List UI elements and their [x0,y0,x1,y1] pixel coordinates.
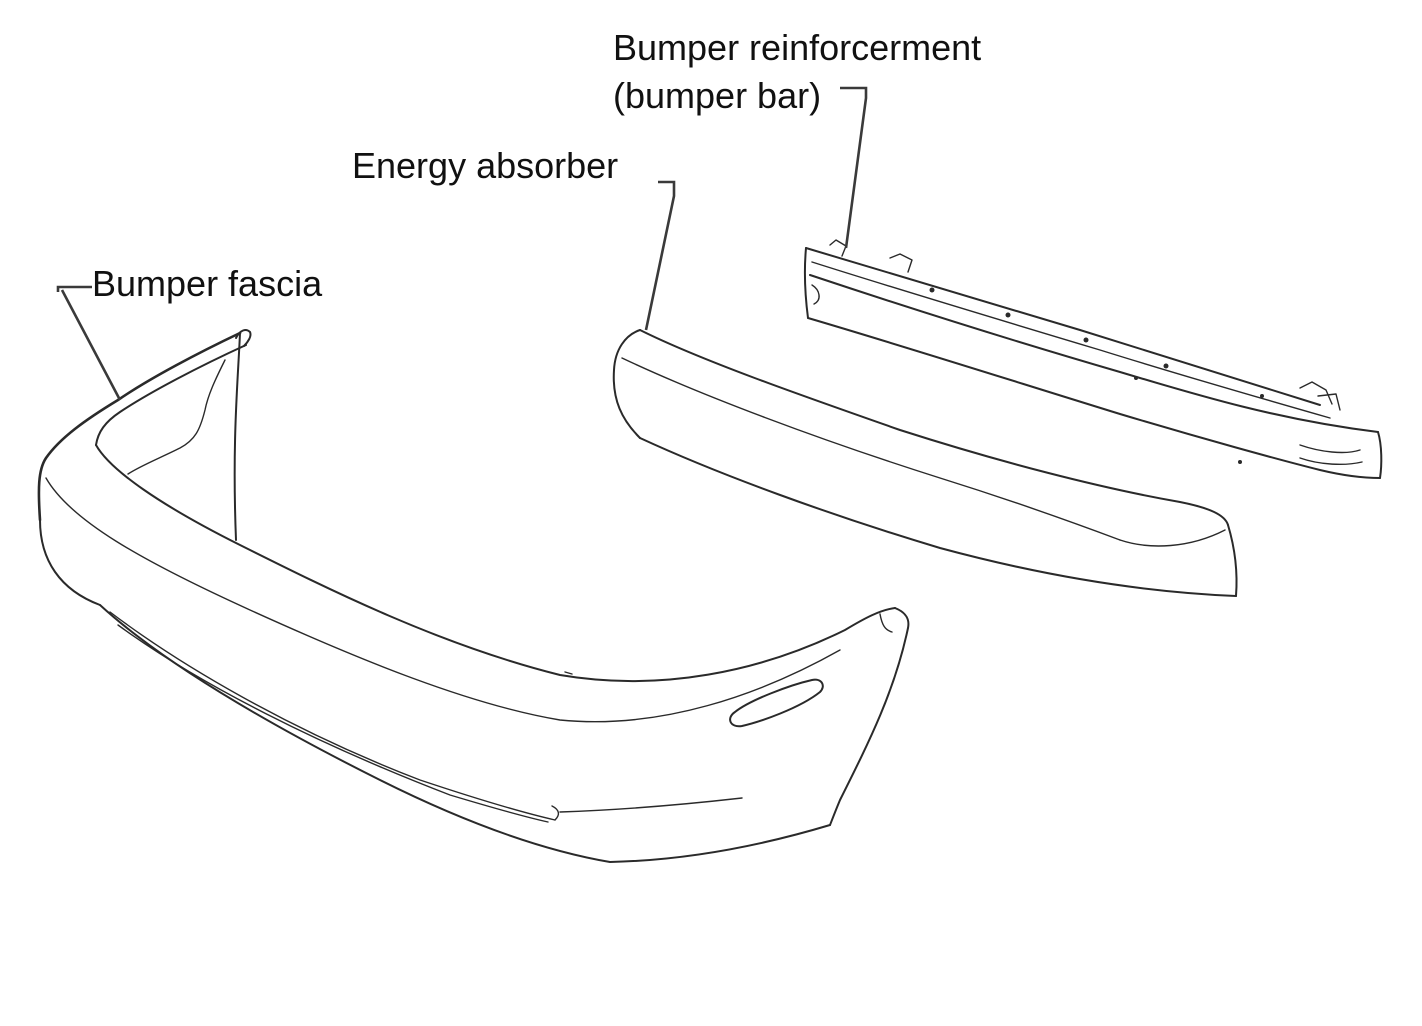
leader-bumper-reinforcement [840,86,868,249]
leader-energy-absorber [644,180,676,331]
bumper-reinforcement-drawing [803,239,1383,479]
label-bumper-reinforcement-line2: (bumper bar) [613,75,822,116]
label-bumper-reinforcement-line1: Bumper reinforcerment [613,27,982,68]
label-bumper-fascia: Bumper fascia [92,263,323,304]
bumper-fascia-drawing [37,329,910,863]
energy-absorber-drawing [612,329,1238,597]
leader-bumper-fascia [56,285,122,401]
label-energy-absorber: Energy absorber [352,145,619,186]
label-bumper-reinforcement: Bumper reinforcerment (bumper bar) [613,24,981,120]
